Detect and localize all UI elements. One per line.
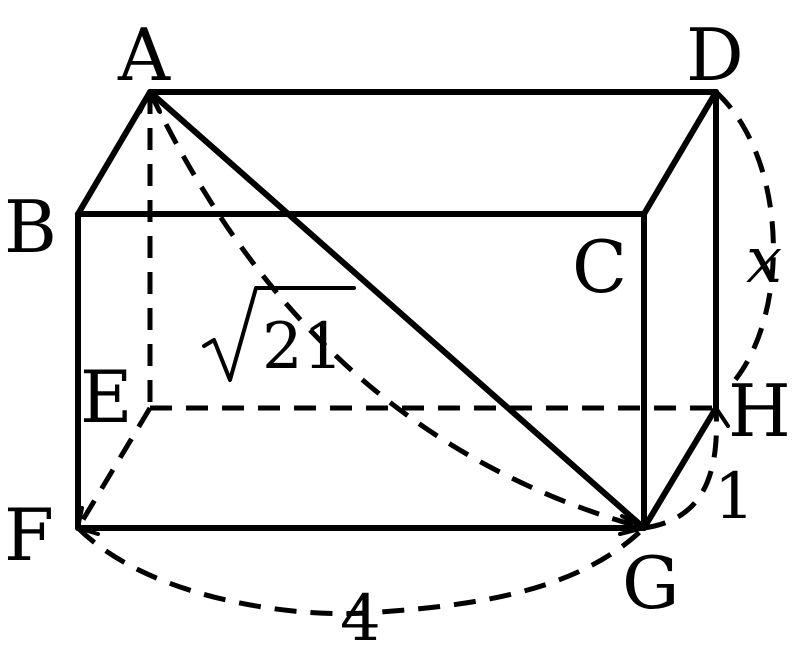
edge-HG (641, 405, 719, 531)
measure-label-GH: 1 (714, 460, 755, 534)
arc-GH-measure (643, 407, 719, 531)
measure-label-DH: x (746, 224, 782, 298)
measure-label-FG: 4 (340, 582, 381, 656)
edge-AB (75, 89, 153, 217)
arrowhead-G (618, 514, 646, 536)
arc-FG-measure (76, 526, 646, 617)
vertex-label-G: G (622, 541, 680, 625)
edge-EF (75, 406, 153, 530)
edge-DC (641, 89, 719, 217)
vertex-label-A: A (117, 13, 171, 97)
arrowhead-A (138, 90, 162, 114)
arc-DH-measure (714, 90, 776, 388)
vertex-label-D: D (686, 13, 744, 97)
vertex-label-H: H (728, 369, 791, 453)
measure-label-AG: 21 (262, 310, 343, 384)
vertex-label-E: E (80, 355, 133, 439)
arrowhead-H (704, 406, 730, 428)
diagonal-AG (147, 89, 647, 531)
vertex-label-F: F (4, 493, 54, 577)
arrowhead-F (76, 506, 100, 536)
vertex-label-C: C (572, 225, 627, 309)
arc-AG-measure (147, 90, 645, 531)
sqrt-sign (202, 286, 356, 382)
vertex-label-B: B (4, 185, 57, 269)
